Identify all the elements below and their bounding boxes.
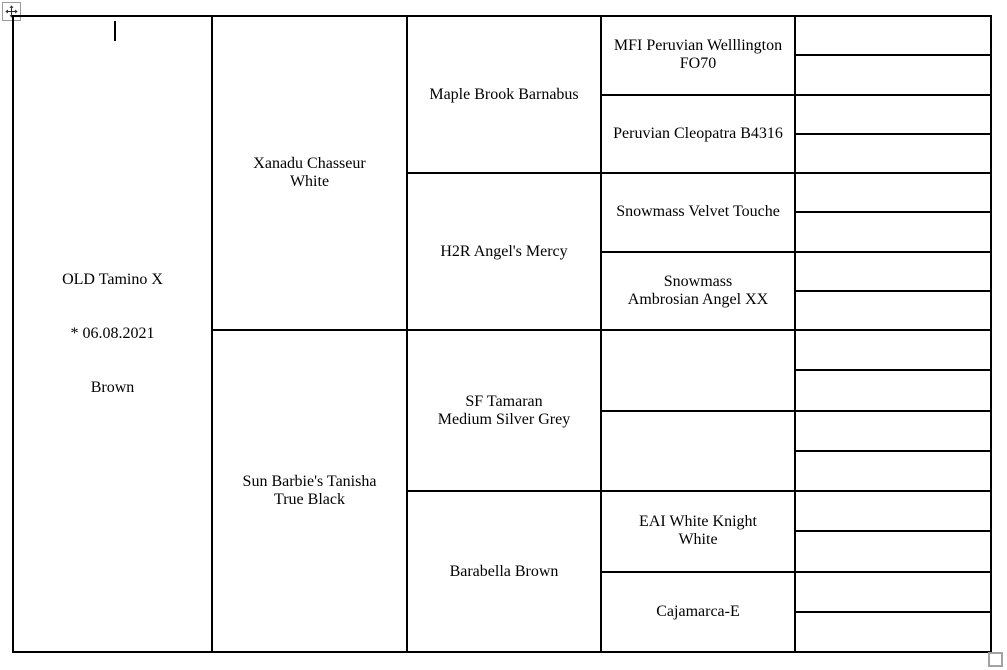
cell-gggparent-15[interactable] (794, 610, 992, 654)
cell-gggparent-2[interactable] (794, 93, 992, 135)
cell-gggparent-14[interactable] (794, 570, 992, 613)
cell-grandparent-1[interactable]: H2R Angel's Mercy (406, 172, 602, 331)
cell-grandparent-2[interactable]: SF Tamaran Medium Silver Grey (406, 329, 602, 492)
cell-grandparent-0[interactable]: Maple Brook Barnabus (406, 15, 602, 174)
cell-ggparent-5[interactable] (600, 409, 796, 492)
cell-gggparent-5[interactable] (794, 211, 992, 253)
cell-gggparent-11[interactable] (794, 449, 992, 493)
subject-name: OLD Tamino X (62, 271, 163, 288)
cell-ggparent-6[interactable]: EAI White Knight White (600, 490, 796, 573)
pedigree-table: OLD Tamino X * 06.08.2021 Brown Xanadu C… (12, 14, 992, 654)
cell-gggparent-3[interactable] (794, 132, 992, 175)
cell-parent-0[interactable]: Xanadu Chasseur White (211, 15, 408, 331)
cell-ggparent-1[interactable]: Peruvian Cleopatra B4316 (600, 93, 796, 174)
cell-gggparent-12[interactable] (794, 489, 992, 533)
cell-gggparent-4[interactable] (794, 171, 992, 214)
cell-gggparent-9[interactable] (794, 369, 992, 412)
cell-gggparent-1[interactable] (794, 54, 992, 96)
cell-parent-1[interactable]: Sun Barbie's Tanisha True Black (211, 329, 408, 653)
subject-block: OLD Tamino X * 06.08.2021 Brown (16, 253, 209, 415)
cell-ggparent-0[interactable]: MFI Peruvian Welllington FO70 (600, 15, 796, 96)
cell-gggparent-13[interactable] (794, 530, 992, 573)
cell-gggparent-10[interactable] (794, 409, 992, 452)
cell-gggparent-6[interactable] (794, 250, 992, 292)
subject-birthdate: * 06.08.2021 (70, 325, 155, 342)
cell-subject[interactable]: OLD Tamino X * 06.08.2021 Brown (12, 15, 213, 653)
cell-ggparent-3[interactable]: Snowmass Ambrosian Angel XX (600, 250, 796, 331)
cell-gggparent-0[interactable] (794, 14, 992, 57)
text-cursor (114, 21, 116, 41)
subject-color: Brown (90, 379, 135, 396)
table-resize-handle[interactable] (988, 652, 1003, 667)
cell-gggparent-8[interactable] (794, 328, 992, 372)
cell-ggparent-2[interactable]: Snowmass Velvet Touche (600, 172, 796, 253)
cell-gggparent-7[interactable] (794, 289, 992, 332)
cell-ggparent-7[interactable]: Cajamarca-E (600, 570, 796, 653)
cell-grandparent-3[interactable]: Barabella Brown (406, 490, 602, 653)
cell-ggparent-4[interactable] (600, 329, 796, 412)
